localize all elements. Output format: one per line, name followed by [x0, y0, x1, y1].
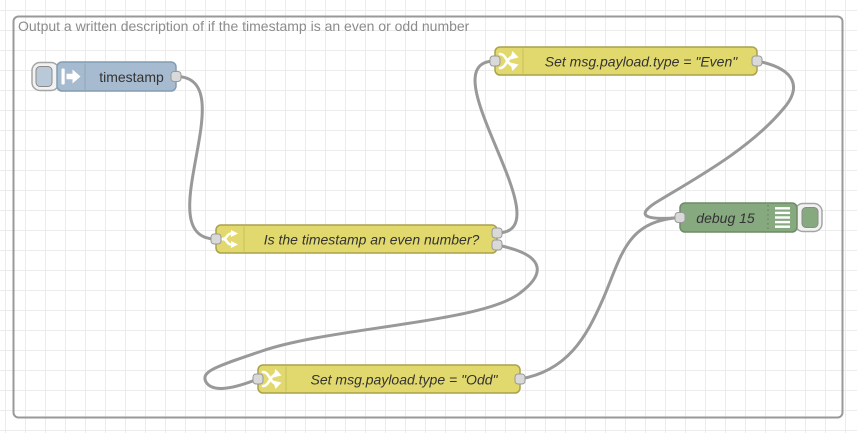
debug-15-node-button-inner[interactable] [801, 207, 819, 228]
switch-icon [220, 230, 238, 248]
debug-15-node-port-in[interactable] [674, 212, 686, 223]
change-set-even-node-port-out-0[interactable] [751, 55, 763, 67]
inject-arrow-icon [61, 68, 81, 85]
change-set-odd-node-port-out-0[interactable] [514, 373, 526, 385]
debug-output-icon [775, 207, 790, 228]
wire-odd-to-debug[interactable] [518, 216, 682, 381]
inject-timestamp-node-port-out-0[interactable] [170, 71, 182, 82]
inject-timestamp-node-label: timestamp [99, 69, 164, 85]
change-icon [498, 51, 519, 71]
wire-even-to-debug[interactable] [643, 59, 795, 220]
change-set-odd-node: Set msg.payload.type = "Odd" [252, 364, 526, 394]
change-set-odd-node-port-in[interactable] [252, 373, 264, 385]
inject-timestamp-node-button-inner[interactable] [35, 66, 53, 87]
wire-switch-to-even[interactable] [473, 59, 519, 235]
wire-timestamp-to-switch[interactable] [174, 75, 218, 241]
switch-even-check-node-port-out-1[interactable] [491, 239, 503, 251]
wire-switch-to-odd[interactable] [203, 243, 539, 390]
comment-node[interactable]: Output a written description of if the t… [18, 18, 470, 34]
canvas-border [12, 15, 844, 419]
debug-15-node-label: debug 15 [696, 210, 755, 226]
switch-even-check-node-label: Is the timestamp an even number? [264, 232, 480, 248]
change-set-even-node-label: Set msg.payload.type = "Even" [545, 54, 738, 70]
change-set-even-node: Set msg.payload.type = "Even" [489, 46, 763, 76]
change-icon [261, 369, 282, 389]
change-set-even-node-port-in[interactable] [489, 55, 501, 67]
switch-even-check-node-port-out-0[interactable] [491, 227, 503, 239]
debug-15-node: debug 15 [674, 202, 823, 233]
change-set-odd-node-label: Set msg.payload.type = "Odd" [311, 372, 499, 388]
switch-even-check-node-port-in[interactable] [210, 233, 222, 245]
switch-even-check-node: Is the timestamp an even number? [210, 224, 503, 254]
inject-timestamp-node: timestamp [31, 61, 182, 92]
